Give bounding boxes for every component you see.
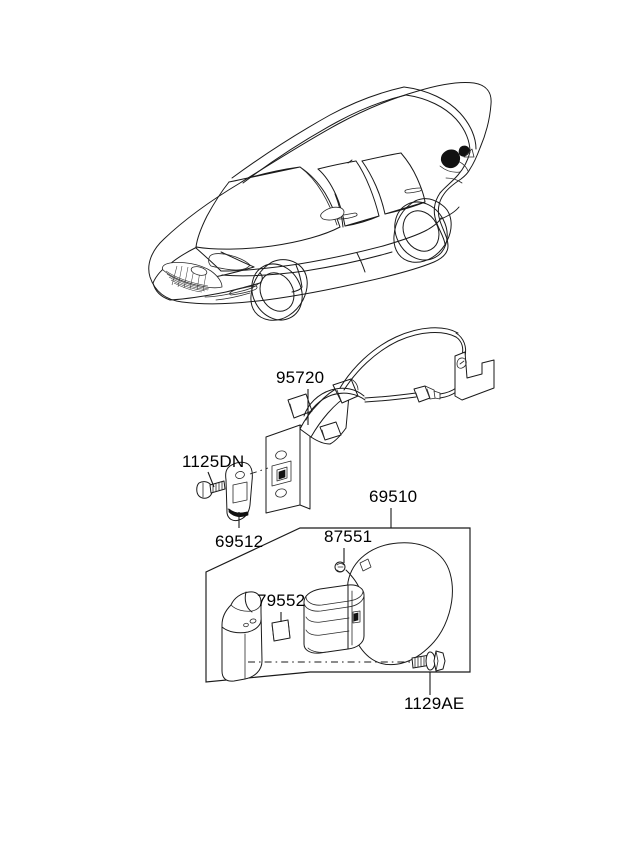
part-label-1125DN: 1125DN: [182, 452, 244, 471]
fuel-door-location-marker: [439, 145, 475, 173]
part-label-69512: 69512: [215, 532, 263, 551]
fuel-filler-neck-cover: [221, 591, 263, 682]
part-number-labels: 95720 1125DN 69512 69510 87551 79552 112…: [182, 368, 464, 713]
part-label-1129AE: 1129AE: [404, 694, 464, 713]
part-95720-opener-lever: [265, 378, 359, 514]
part-1125DN-bolt: [196, 480, 226, 499]
part-79552-stopper: [271, 619, 291, 642]
cable-end-bracket: [454, 351, 495, 401]
part-label-79552: 79552: [257, 591, 305, 610]
part-label-87551: 87551: [324, 527, 372, 546]
part-label-69510: 69510: [369, 487, 417, 506]
part-1129AE-screw: [411, 650, 446, 672]
part-87551-clip: [334, 561, 361, 591]
assembly-link-dash-69512: [249, 467, 269, 475]
vehicle-illustration: [148, 82, 492, 321]
part-69512-bracket: [225, 461, 253, 522]
cable-connector: [413, 385, 441, 403]
part-label-95720: 95720: [276, 368, 324, 387]
fuel-filler-housing: [303, 584, 365, 654]
release-cable-assembly: [303, 327, 467, 421]
part-69510-fuel-door: [346, 542, 453, 666]
fuel-door-assembly-outline: [205, 527, 471, 683]
leader-lines: [207, 389, 431, 695]
